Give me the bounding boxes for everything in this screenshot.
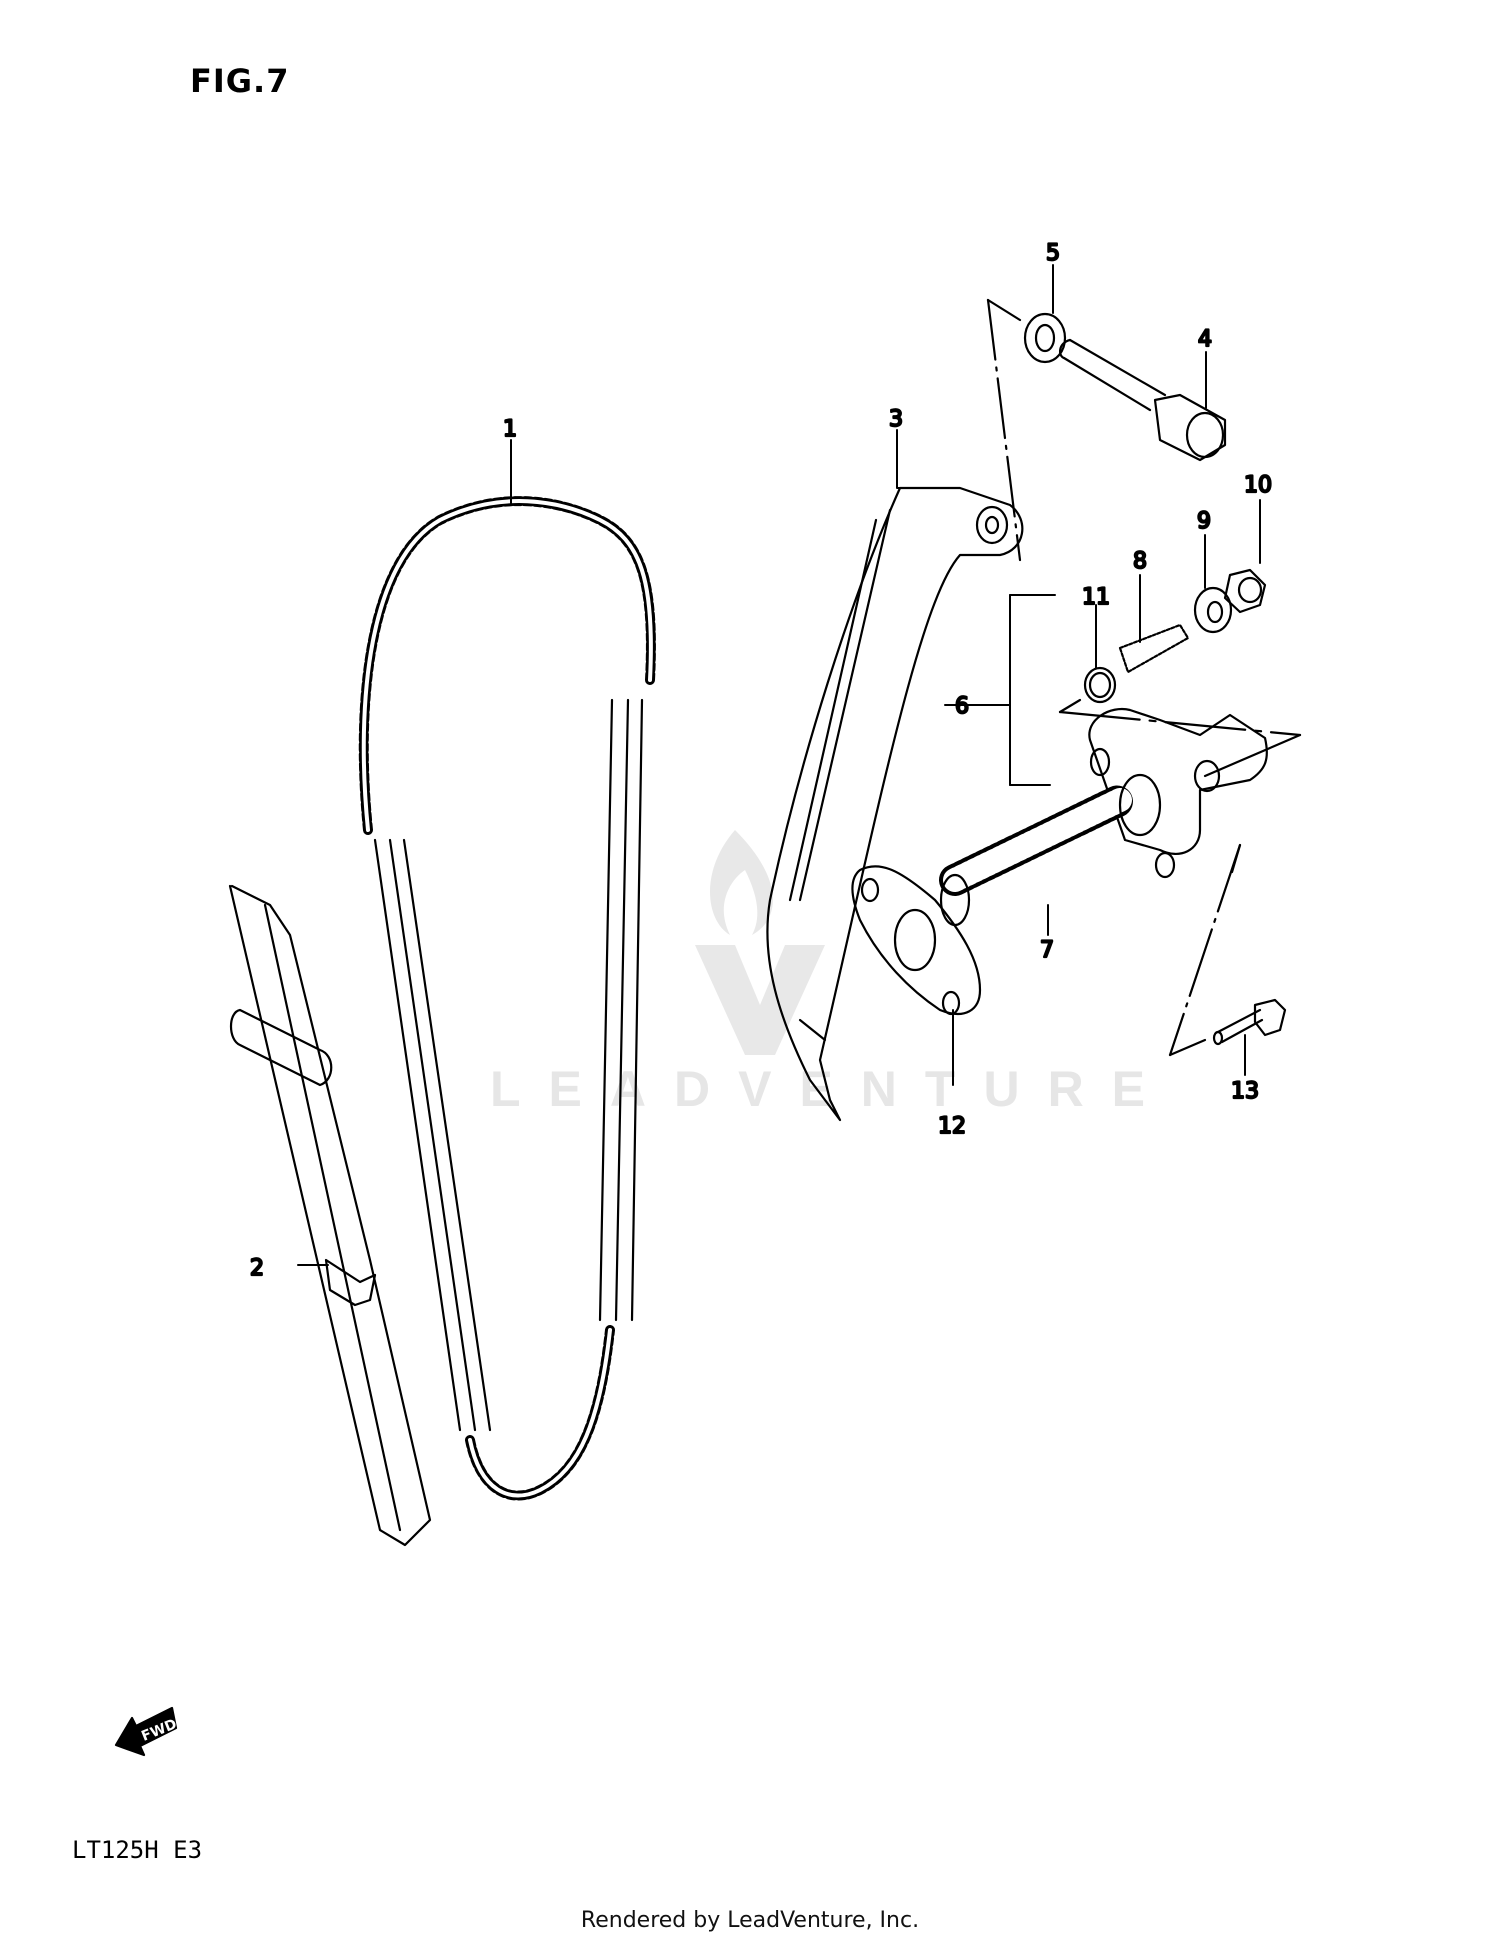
cam-chain-part[interactable] bbox=[358, 496, 656, 1501]
screw-part-8[interactable] bbox=[1118, 623, 1190, 674]
callout-11[interactable]: 11 bbox=[1081, 584, 1111, 611]
guide-line bbox=[986, 298, 1022, 322]
guide-line bbox=[1058, 698, 1082, 714]
tensioner-arm-part[interactable] bbox=[766, 486, 1024, 1122]
model-code: LT125H E3 bbox=[72, 1836, 203, 1864]
gasket-part-12[interactable] bbox=[851, 865, 982, 1016]
callout-5[interactable]: 5 bbox=[1045, 240, 1061, 267]
gasket-ring-part-11[interactable] bbox=[1083, 666, 1117, 704]
footer-credit: Rendered by LeadVenture, Inc. bbox=[580, 1908, 920, 1933]
fwd-arrow-icon: FWD bbox=[114, 1706, 179, 1757]
figure-title: FIG.7 bbox=[190, 62, 290, 100]
washer-part-9[interactable] bbox=[1193, 586, 1233, 634]
tensioner-body-part[interactable] bbox=[1088, 707, 1302, 879]
guide-line bbox=[1168, 843, 1242, 1057]
guide-line bbox=[986, 298, 1022, 562]
bolt-part-13[interactable] bbox=[1212, 998, 1287, 1046]
watermark-logo-icon bbox=[695, 830, 825, 1055]
nut-part-10[interactable] bbox=[1223, 568, 1267, 614]
leader-lines bbox=[297, 264, 1261, 1266]
callout-13[interactable]: 13 bbox=[1230, 1078, 1260, 1105]
callout-10[interactable]: 10 bbox=[1243, 472, 1273, 499]
callout-4[interactable]: 4 bbox=[1197, 326, 1213, 353]
callout-3[interactable]: 3 bbox=[888, 406, 904, 433]
guide-line bbox=[1168, 1038, 1207, 1057]
callout-8[interactable]: 8 bbox=[1132, 548, 1148, 575]
washer-part-5[interactable] bbox=[1023, 312, 1067, 364]
callout-7[interactable]: 7 bbox=[1039, 937, 1055, 964]
chain-guide-part[interactable] bbox=[228, 884, 432, 1547]
guide-line bbox=[1058, 710, 1302, 737]
callout-2[interactable]: 2 bbox=[249, 1255, 265, 1282]
bolt-part-4[interactable] bbox=[1058, 338, 1227, 462]
callout-6[interactable]: 6 bbox=[954, 693, 970, 720]
callout-1[interactable]: 1 bbox=[502, 416, 518, 443]
callout-9[interactable]: 9 bbox=[1196, 508, 1212, 535]
callout-12[interactable]: 12 bbox=[937, 1113, 967, 1140]
tensioner-spring-part-7[interactable] bbox=[939, 773, 1162, 927]
